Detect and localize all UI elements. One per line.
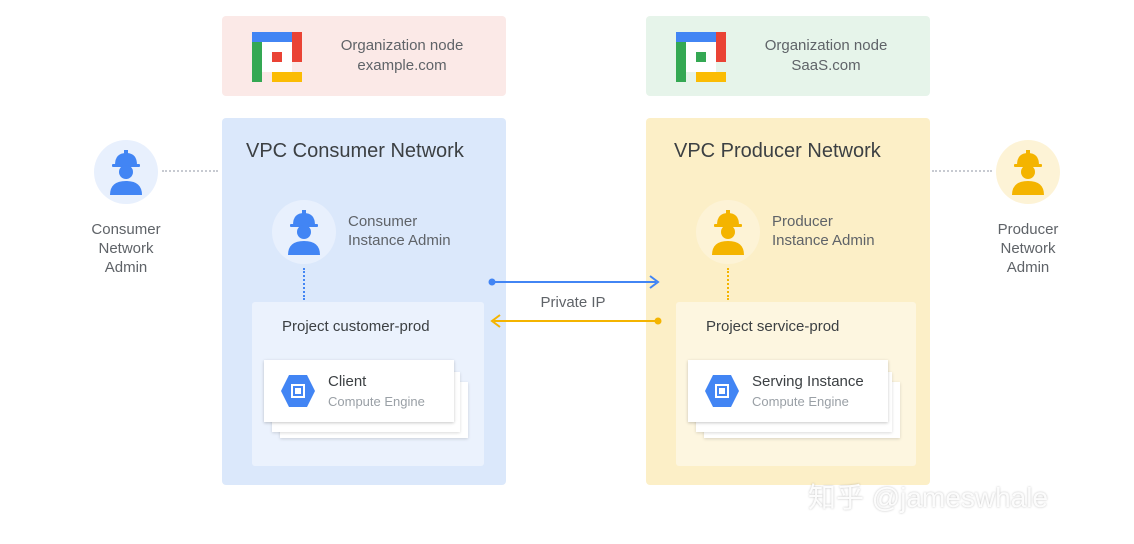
network-admin-label-line3: Admin (104, 259, 148, 276)
network-admin-label-line2: Network (98, 240, 154, 257)
project-title: Project customer-prod (282, 318, 430, 335)
vpc-consumer-network: VPC Consumer Network Consumer Instance A… (222, 118, 506, 485)
serving-instance-card[interactable]: Serving Instance Compute Engine (688, 360, 888, 422)
org-domain: example.com (357, 57, 447, 74)
project-customer-prod: Project customer-prod Client Compute Eng… (252, 302, 484, 466)
admin-label-line2: Instance Admin (772, 232, 875, 249)
org-node-label: Organization node (764, 37, 888, 54)
admin-person-icon (1012, 150, 1044, 195)
network-title: VPC Producer Network (674, 140, 881, 162)
vpc-producer-network: VPC Producer Network Producer Instance A… (646, 118, 930, 485)
watermark: 知乎 @jameswhale (808, 482, 1049, 513)
consumer-instance-admin-avatar (272, 200, 336, 264)
network-admin-label-line3: Admin (1006, 259, 1050, 276)
consumer-admin-connector (162, 170, 218, 172)
network-admin-label-line1: Consumer (91, 221, 161, 238)
compute-engine-icon (281, 375, 315, 407)
producer-network-admin-avatar (996, 140, 1060, 204)
producer-instance-admin-avatar (696, 200, 760, 264)
instance-service: Compute Engine (752, 394, 849, 409)
consumer-network-admin-avatar (94, 140, 158, 204)
producer-admin-connector (932, 170, 992, 172)
admin-person-icon (110, 150, 142, 195)
google-cloud-org-icon (676, 32, 726, 82)
admin-label-line1: Producer (772, 213, 833, 230)
project-service-prod: Project service-prod Serving Instance Co… (676, 302, 916, 466)
network-admin-label-line1: Producer (997, 221, 1059, 238)
admin-project-connector (727, 268, 729, 300)
client-instance-card[interactable]: Client Compute Engine (264, 360, 454, 422)
network-title: VPC Consumer Network (246, 140, 464, 162)
project-title: Project service-prod (706, 318, 840, 335)
google-cloud-org-icon (252, 32, 302, 82)
admin-label-line1: Consumer (348, 213, 418, 230)
instance-name: Serving Instance (752, 373, 864, 390)
network-admin-label-line2: Network (1000, 240, 1056, 257)
compute-engine-icon (705, 375, 739, 407)
instance-name: Client (328, 373, 367, 390)
private-ip-label: Private IP (540, 294, 606, 311)
admin-label-line2: Instance Admin (348, 232, 451, 249)
producer-org-node: Organization node SaaS.com (646, 16, 930, 96)
admin-person-icon (288, 210, 320, 255)
org-node-label: Organization node (340, 37, 464, 54)
consumer-org-node: Organization node example.com (222, 16, 506, 96)
private-ip-connection (488, 275, 662, 328)
admin-project-connector (303, 268, 305, 300)
admin-person-icon (712, 210, 744, 255)
org-domain: SaaS.com (791, 57, 861, 74)
instance-service: Compute Engine (328, 394, 425, 409)
